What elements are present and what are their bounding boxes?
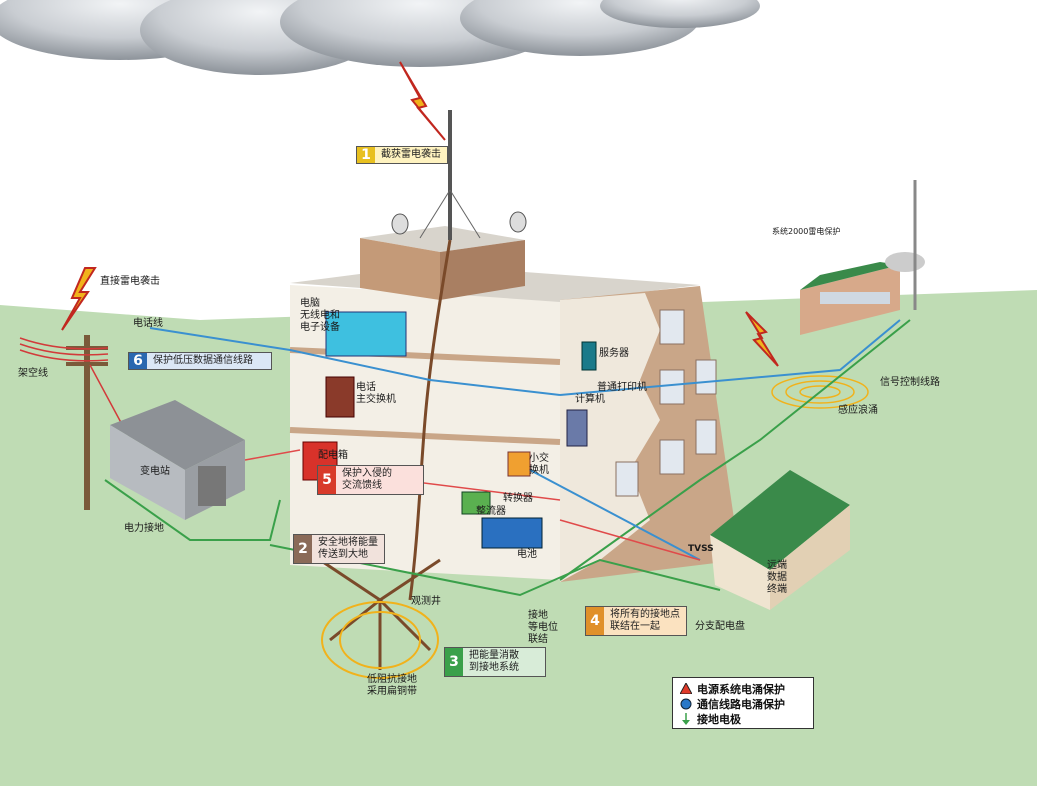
tvss-label: TVSS xyxy=(688,544,714,554)
induced-surge-label: 感应浪涌 xyxy=(838,405,878,416)
utility-pole xyxy=(19,335,126,510)
power-ground-label: 电力接地 xyxy=(124,523,164,534)
converter-label: 转换器 xyxy=(503,493,533,504)
equipotential-label: 接地 等电位 联结 xyxy=(528,610,558,645)
callout-number: 2 xyxy=(294,535,312,563)
legend-text: 接地电极 xyxy=(697,712,741,726)
equipment-rack xyxy=(325,311,407,357)
callout-4: 4 将所有的接地点 联结在一起 xyxy=(585,606,687,636)
remote-terminal-house xyxy=(710,470,850,610)
battery-label: 电池 xyxy=(517,549,537,560)
printer-label: 普通打印机 xyxy=(597,382,647,393)
ground-electrode-arrow-icon xyxy=(679,712,693,725)
ground-network xyxy=(104,319,911,597)
signal-line-label: 信号控制线路 xyxy=(880,377,940,388)
legend-row: 通信线路电涌保护 xyxy=(679,696,807,711)
computer-tower xyxy=(566,409,588,447)
comm-surge-circle-icon xyxy=(679,698,693,710)
remote-terminal-label: 远端 数据 终端 xyxy=(767,560,787,595)
lightning-bolt-icon xyxy=(745,311,779,367)
dissipation-arcs xyxy=(321,601,439,679)
substation-building xyxy=(110,400,245,520)
callout-text: 截获雷电袭击 xyxy=(381,149,441,160)
rectifier-label: 整流器 xyxy=(476,506,506,517)
callout-1: 1 截获雷电袭击 xyxy=(356,146,448,164)
legend-row: 接地电极 xyxy=(679,711,807,726)
callout-text: 保护入侵的 交流馈线 xyxy=(342,468,392,491)
callout-5: 5 保护入侵的 交流馈线 xyxy=(317,465,424,495)
overhead-line-label: 架空线 xyxy=(18,368,48,379)
distribution-box-label: 配电箱 xyxy=(318,450,348,461)
legend-text: 通信线路电涌保护 xyxy=(697,697,785,711)
callout-number: 3 xyxy=(445,648,463,676)
phone-switch-cabinet xyxy=(325,376,355,418)
computer-wireless-label: 电脑 无线电和 电子设备 xyxy=(300,298,340,333)
branch-panel-label: 分支配电盘 xyxy=(695,621,745,632)
callout-text: 把能量消散 到接地系统 xyxy=(469,650,519,673)
phone-line-label: 电话线 xyxy=(133,318,163,329)
callout-number: 1 xyxy=(357,147,375,163)
legend-row: 电源系统电涌保护 xyxy=(679,681,807,696)
callout-number: 5 xyxy=(318,466,336,494)
power-surge-triangle-icon xyxy=(679,683,693,695)
direct-strike-label: 直接雷电袭击 xyxy=(100,276,160,287)
system2000-label: 系统2000雷电保护 xyxy=(772,227,841,236)
callout-2: 2 安全地将能量 传送到大地 xyxy=(293,534,385,564)
callout-text: 保护低压数据通信线路 xyxy=(153,355,253,366)
lightning-bolt-icon xyxy=(61,267,97,331)
battery-bank xyxy=(481,517,543,549)
callout-text: 安全地将能量 传送到大地 xyxy=(318,537,378,560)
low-res-ground-label: 低阻抗接地 采用扁铜带 xyxy=(367,674,417,697)
legend: 电源系统电涌保护 通信线路电涌保护 接地电极 xyxy=(672,677,814,729)
down-conductor xyxy=(408,239,452,601)
substation-label: 变电站 xyxy=(140,466,170,477)
callout-6: 6 保护低压数据通信线路 xyxy=(128,352,272,370)
lightning-bolt-icon xyxy=(399,61,446,141)
storm-clouds xyxy=(0,0,760,75)
callout-number: 4 xyxy=(586,607,604,635)
induced-surge-rings xyxy=(771,375,869,409)
small-switch-label: 小交 换机 xyxy=(529,453,549,476)
legend-text: 电源系统电涌保护 xyxy=(697,682,785,696)
rooftop-structure xyxy=(360,110,527,300)
factory-building xyxy=(800,180,925,335)
small-switch-box xyxy=(507,451,531,477)
callout-text: 将所有的接地点 联结在一起 xyxy=(610,609,680,632)
computer-label: 计算机 xyxy=(575,394,605,405)
callout-3: 3 把能量消散 到接地系统 xyxy=(444,647,546,677)
comm-lines xyxy=(149,319,901,561)
callout-number: 6 xyxy=(129,353,147,369)
phone-switch-label: 电话 主交换机 xyxy=(356,382,396,405)
server-box xyxy=(581,341,597,371)
inspection-well-label: 观测井 xyxy=(411,596,441,607)
rectifier-box xyxy=(461,491,491,515)
server-label: 服务器 xyxy=(599,348,629,359)
